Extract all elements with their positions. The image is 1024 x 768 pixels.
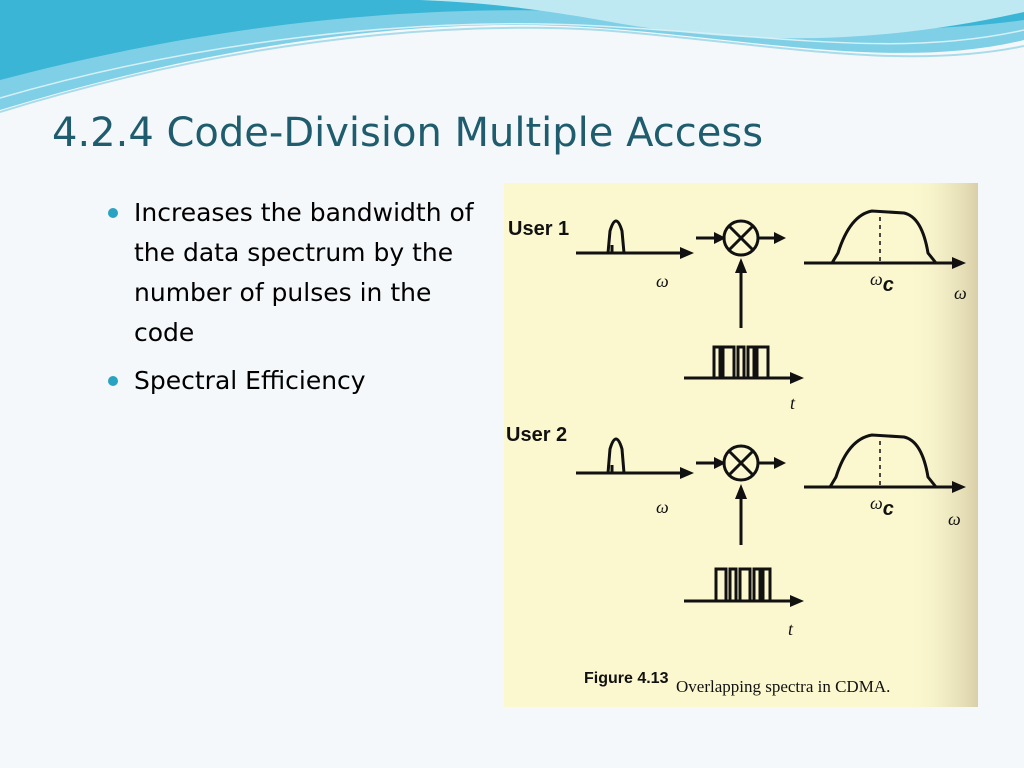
user-2-code-pulse-train	[684, 567, 792, 603]
user-1-output-omega-label: ω	[954, 283, 967, 303]
figure-caption-text: Overlapping spectra in CDMA.	[676, 677, 890, 696]
user-1-spread-arrow-icon	[952, 257, 966, 269]
user-1-input-arrow	[696, 232, 726, 244]
user-1-time-arrow-icon	[790, 372, 804, 384]
bullet-text: Spectral Efficiency	[134, 366, 366, 395]
bullet-list: Increases the bandwidth of the data spec…	[104, 193, 484, 409]
cdma-figure: User 1 ω ωc	[504, 183, 978, 707]
user-1-multiplier-icon	[722, 219, 760, 257]
user-2-spread-arrow-icon	[952, 481, 966, 493]
bullet-text: Increases the bandwidth of the data spec…	[134, 198, 474, 347]
user-2-time-label: t	[788, 619, 794, 639]
bullet-dot-icon	[108, 208, 118, 218]
user-2-spectrum-arrow-icon	[680, 467, 694, 479]
user-1-omega-label: ω	[656, 271, 669, 291]
user-2-label: User 2	[506, 424, 567, 446]
user-1-spectrum-arrow-icon	[680, 247, 694, 259]
user-1-label: User 1	[508, 218, 569, 240]
user-1-time-label: t	[790, 393, 796, 413]
user-1-omega-c-label: ωc	[870, 269, 894, 296]
bullet-item: Increases the bandwidth of the data spec…	[104, 193, 484, 353]
user-2-spread-spectrum	[804, 433, 954, 489]
user-2-time-arrow-icon	[790, 595, 804, 607]
user-2-output-arrow	[758, 457, 786, 469]
user-1-output-arrow	[758, 232, 786, 244]
user-1-spread-spectrum	[804, 209, 954, 265]
user-2-multiplier-icon	[722, 444, 760, 482]
user-2-omega-c-label: ωc	[870, 493, 894, 520]
user-2-output-omega-label: ω	[948, 509, 961, 529]
user-2-input-arrow	[696, 457, 726, 469]
user-1-baseband-spectrum	[576, 219, 680, 255]
user-1-code-arrow	[735, 258, 747, 328]
bullet-item: Spectral Efficiency	[104, 361, 484, 401]
user-1-code-pulse-train	[684, 345, 792, 380]
user-2-code-arrow	[735, 484, 747, 545]
slide-title: 4.2.4 Code-Division Multiple Access	[52, 110, 764, 156]
user-2-baseband-spectrum	[576, 437, 680, 475]
user-2-omega-label: ω	[656, 497, 669, 517]
bullet-dot-icon	[108, 376, 118, 386]
figure-caption-number: Figure 4.13	[584, 670, 669, 687]
header-wave-decoration	[0, 0, 1024, 113]
